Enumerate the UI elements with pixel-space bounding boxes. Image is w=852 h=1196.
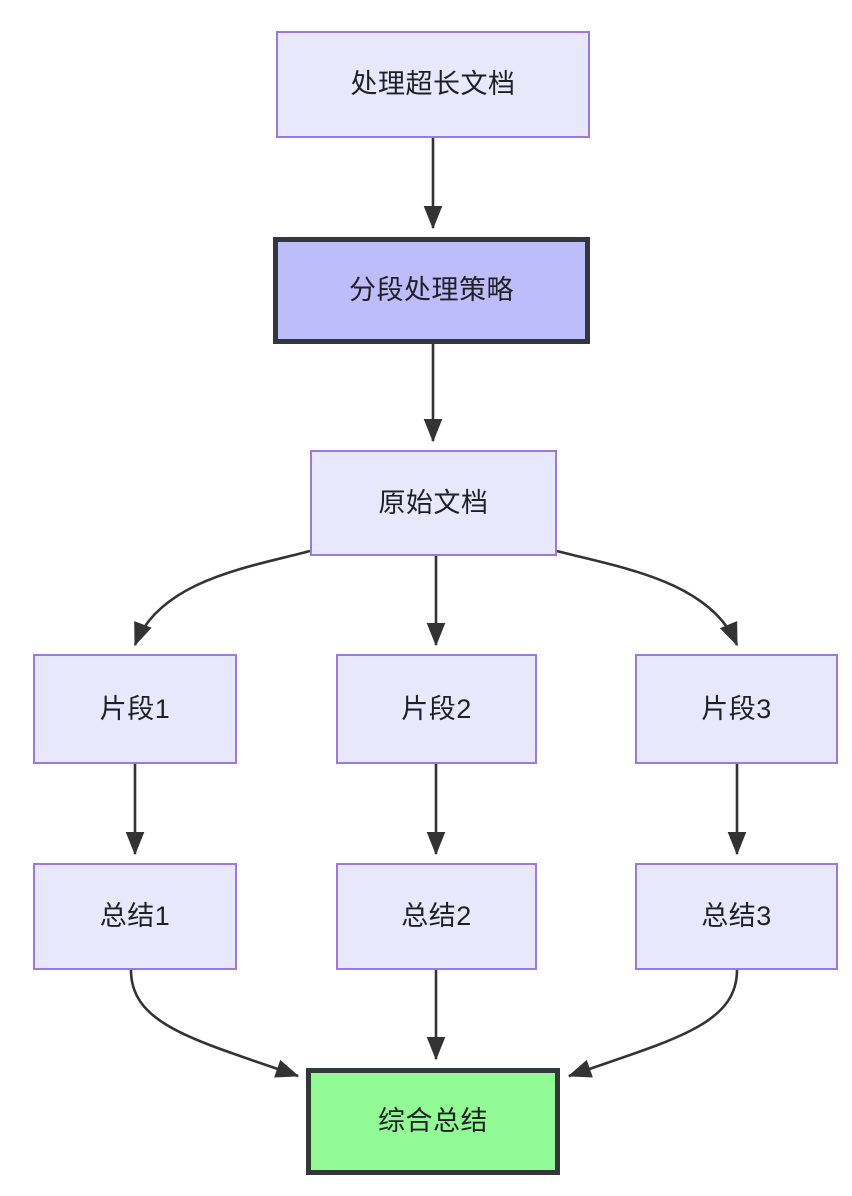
node-label: 综合总结 bbox=[378, 1106, 488, 1137]
node-fragment-1[interactable]: 片段1 bbox=[33, 654, 237, 764]
node-fragment-2[interactable]: 片段2 bbox=[336, 654, 537, 764]
edge-n7-n10 bbox=[129, 969, 300, 1078]
node-fragment-3[interactable]: 片段3 bbox=[635, 654, 838, 764]
node-process-long-document[interactable]: 处理超长文档 bbox=[276, 31, 590, 138]
node-summary-3[interactable]: 总结3 bbox=[635, 863, 838, 970]
node-label: 片段2 bbox=[401, 693, 472, 724]
node-label: 总结3 bbox=[701, 901, 772, 932]
edge-n3-n4 bbox=[133, 549, 311, 647]
node-label: 原始文档 bbox=[378, 487, 489, 518]
node-label: 片段3 bbox=[701, 693, 772, 724]
node-label: 总结1 bbox=[99, 901, 171, 932]
node-label: 分段处理策略 bbox=[349, 275, 514, 306]
node-label: 总结2 bbox=[401, 901, 472, 932]
node-summary-1[interactable]: 总结1 bbox=[33, 863, 237, 970]
edge-n3-n6 bbox=[556, 549, 739, 647]
node-chunking-strategy[interactable]: 分段处理策略 bbox=[273, 237, 590, 344]
node-original-document[interactable]: 原始文档 bbox=[310, 450, 557, 556]
edge-n9-n10 bbox=[567, 969, 739, 1078]
node-label: 处理超长文档 bbox=[350, 69, 516, 100]
node-summary-2[interactable]: 总结2 bbox=[336, 863, 537, 970]
node-label: 片段1 bbox=[99, 693, 171, 724]
node-comprehensive-summary[interactable]: 综合总结 bbox=[306, 1068, 560, 1175]
